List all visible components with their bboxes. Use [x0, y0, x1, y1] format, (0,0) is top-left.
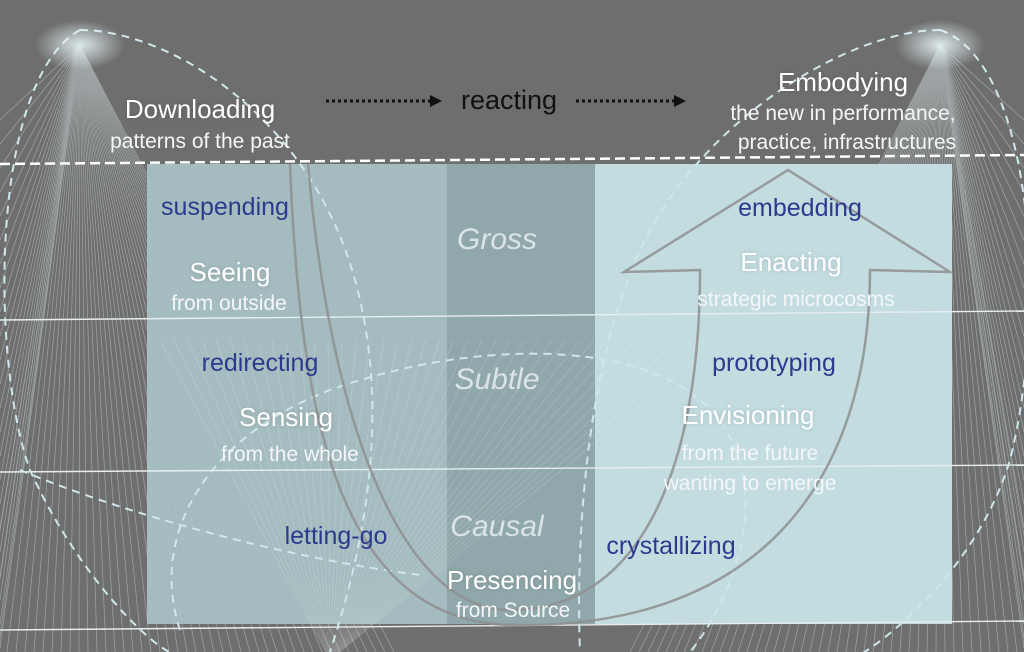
envisioning-subtitle-line1: from the future: [681, 442, 819, 465]
action-letting-go: letting-go: [284, 522, 388, 550]
reacting-label: reacting: [460, 85, 558, 115]
middle-panel: [447, 164, 595, 624]
light-rays-overlay: [159, 339, 721, 652]
bottom-loop: [170, 352, 747, 652]
downloading-subtitle: patterns of the past: [110, 130, 290, 153]
u-arrow: [288, 163, 955, 627]
level-subtle: Subtle: [454, 363, 540, 396]
left-glow: [35, 20, 125, 70]
dashed-loops: [3, 29, 1024, 652]
level-causal: Causal: [450, 510, 544, 543]
left-panel: [147, 164, 447, 624]
bottom-left-arc: [19, 469, 421, 576]
enacting-title: Enacting: [740, 247, 842, 277]
top-dashed-line: [0, 153, 1024, 166]
right-glow: [895, 20, 985, 70]
left-outer-loop: [3, 29, 172, 652]
right-outer-loop: [862, 29, 1024, 652]
enacting-subtitle: strategic microcosms: [697, 288, 895, 311]
right-panel: [595, 164, 952, 624]
embodying-title: Embodying: [777, 67, 909, 97]
right-inner-loop: [578, 29, 941, 652]
seeing-subtitle: from outside: [171, 292, 287, 315]
seeing-title: Seeing: [189, 257, 271, 287]
sensing-title: Sensing: [239, 402, 333, 432]
action-crystallizing: crystallizing: [606, 532, 736, 560]
action-suspending: suspending: [161, 193, 289, 221]
level-line-1: [0, 310, 1024, 321]
sensing-subtitle: from the whole: [221, 443, 359, 466]
embodying-subtitle-line2: practice, infrastructures: [737, 131, 957, 154]
envisioning-title: Envisioning: [681, 400, 815, 430]
presencing-title: Presencing: [446, 565, 578, 595]
action-embedding: embedding: [738, 194, 862, 222]
envisioning-subtitle-line2: wanting to emerge: [663, 472, 837, 495]
embodying-subtitle-line1: the new in performance,: [730, 102, 956, 125]
presencing-subtitle: from Source: [455, 599, 571, 622]
level-gross: Gross: [456, 223, 538, 256]
action-prototyping: prototyping: [712, 349, 836, 377]
level-line-2: [0, 464, 1024, 473]
action-redirecting: redirecting: [201, 349, 319, 377]
downloading-title: Downloading: [124, 94, 276, 124]
